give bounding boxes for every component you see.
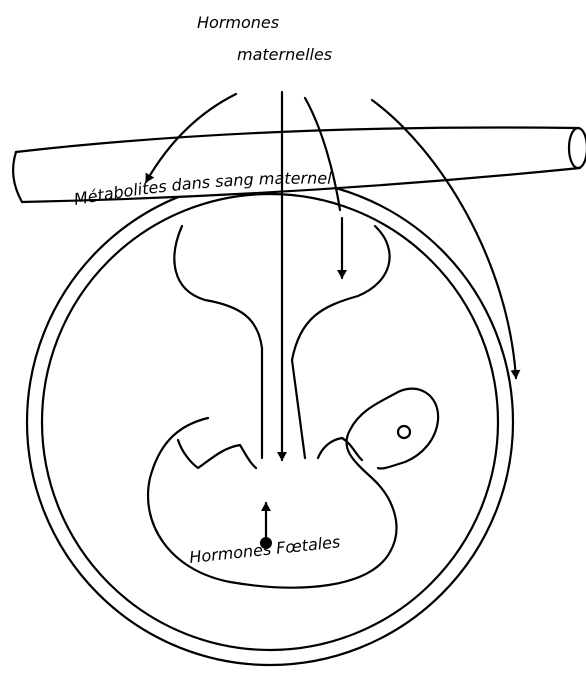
fetus-right-limb [318, 438, 362, 460]
amniotic-sac [27, 179, 513, 665]
amniotic-sac-inner [42, 194, 498, 650]
amniotic-sac-outer [27, 179, 513, 665]
fetus-left-limb [178, 440, 256, 468]
maternal-hormones-label-line1: Hormones [197, 13, 279, 32]
maternal-hormones-label-line2: maternelles [237, 45, 332, 64]
fetus-eye [398, 426, 410, 438]
